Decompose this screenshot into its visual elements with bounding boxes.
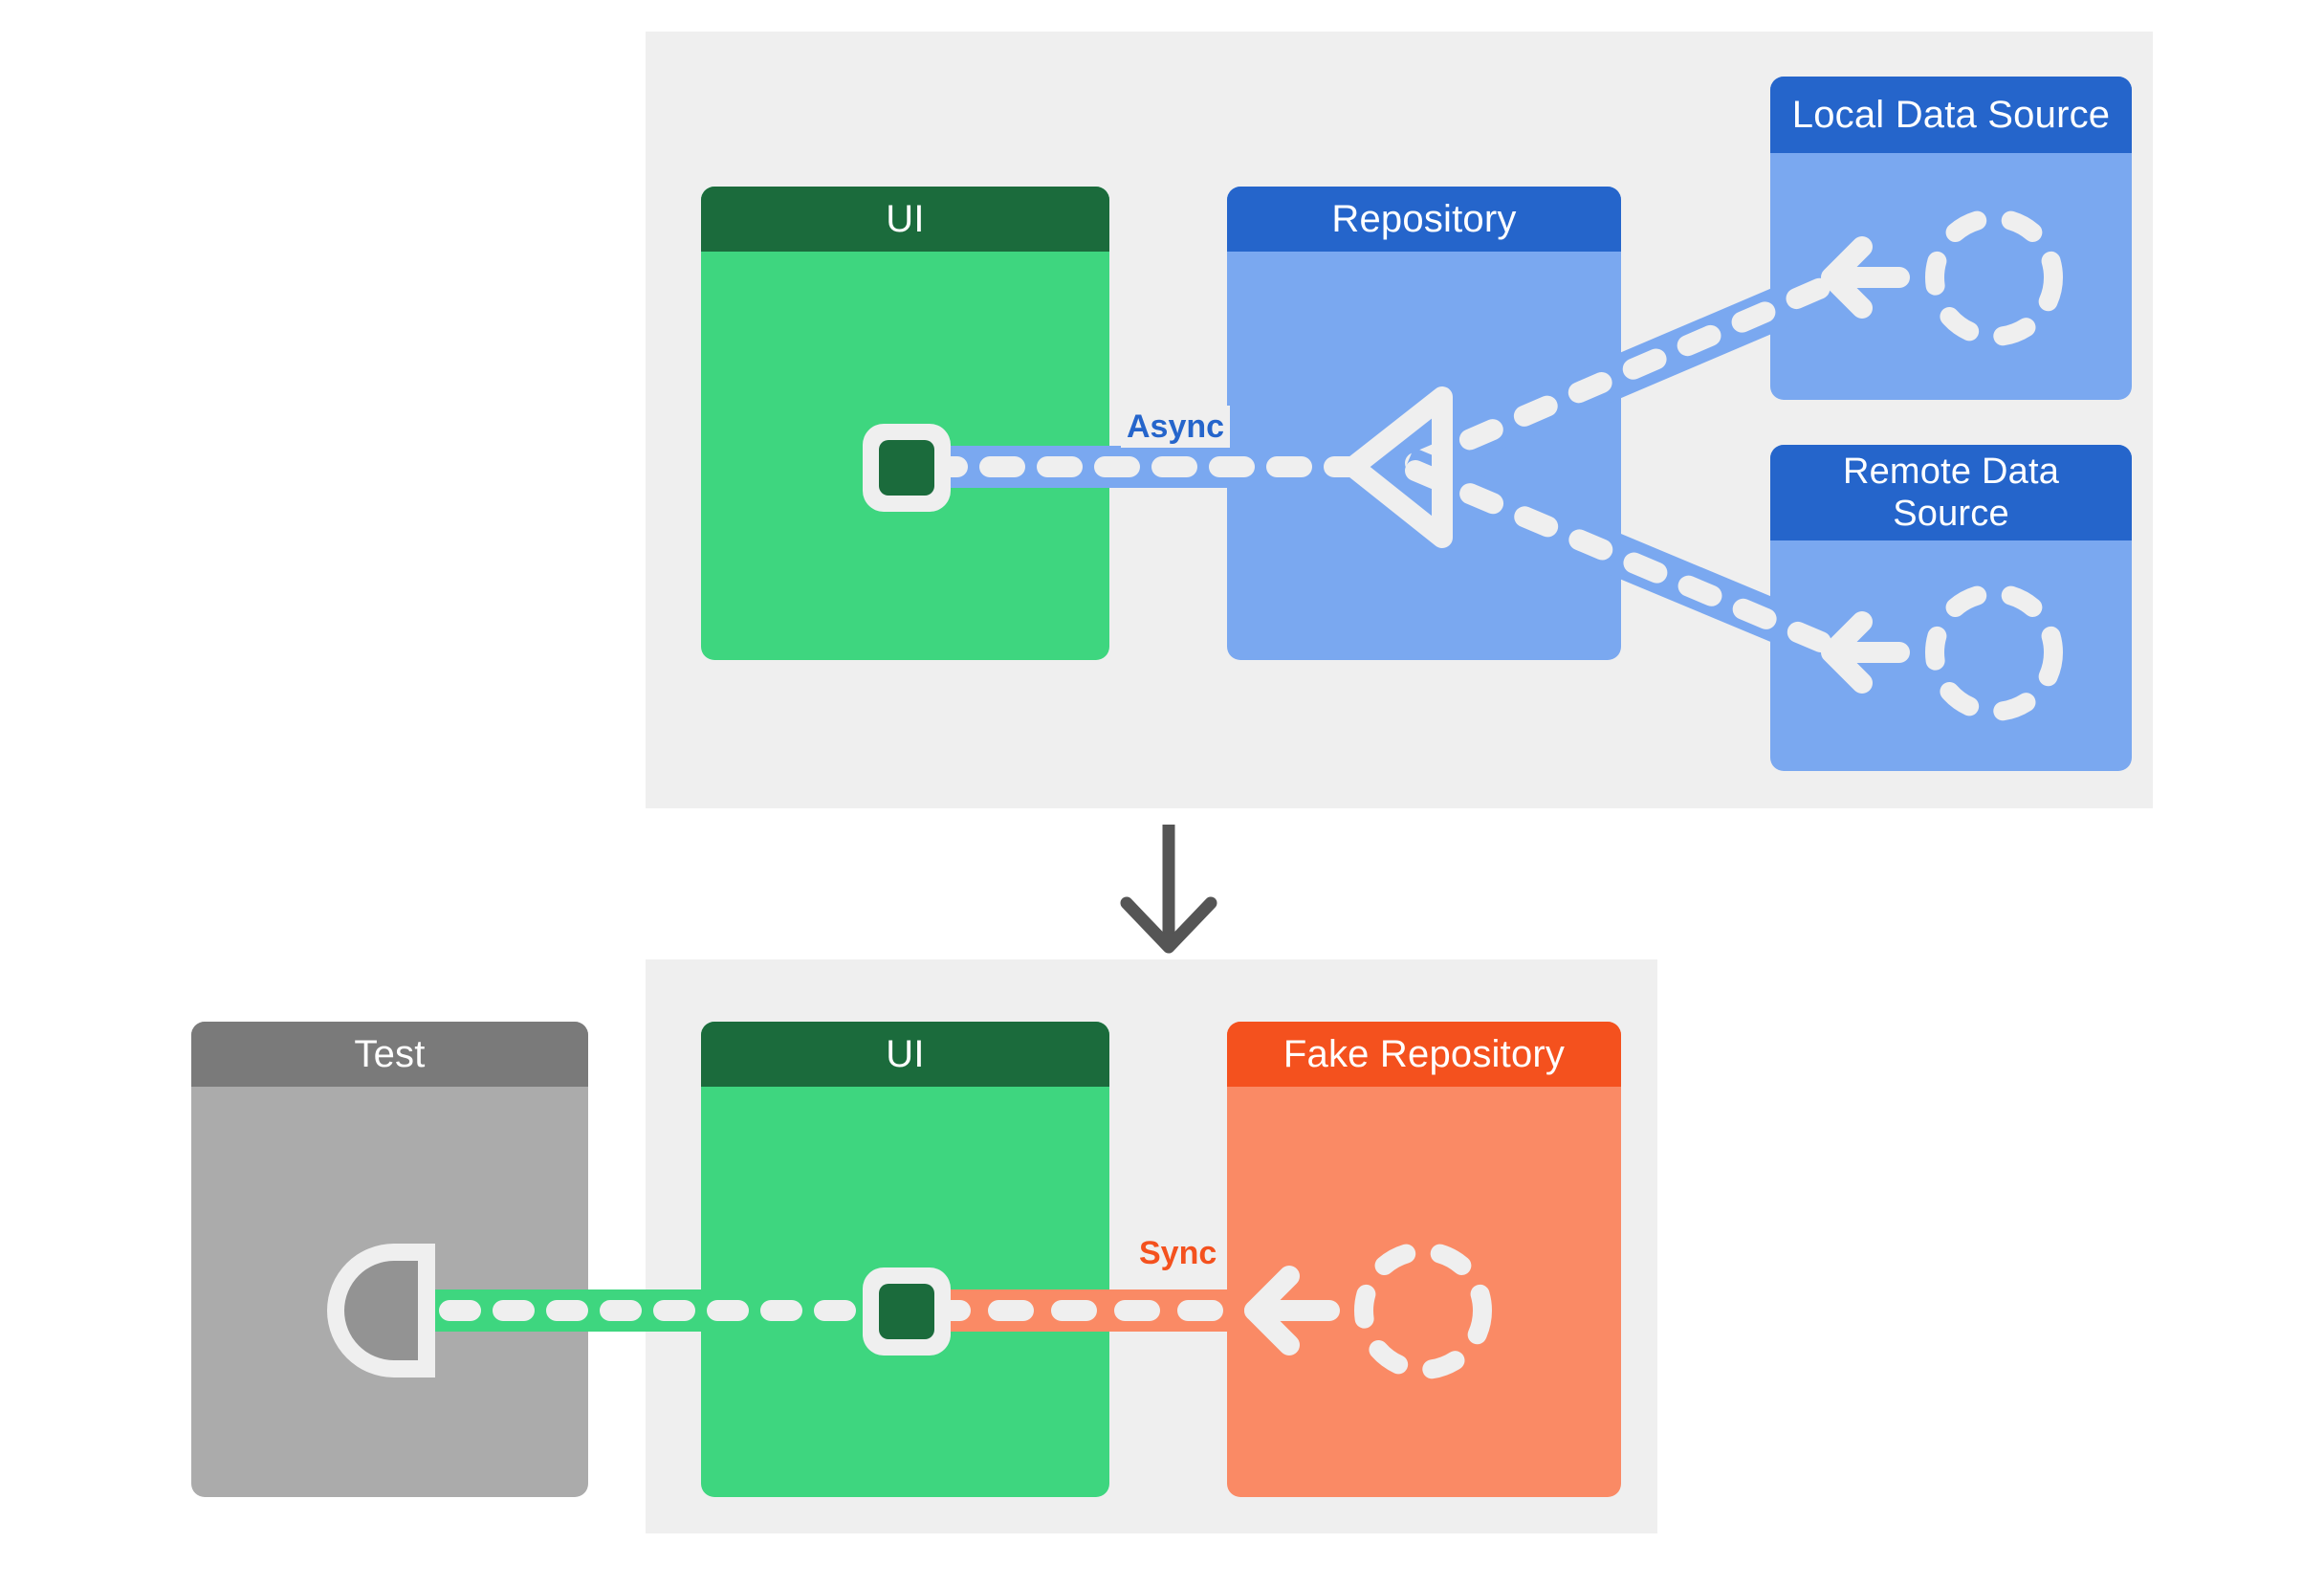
card-body-fake-repository [1227,1087,1621,1497]
edge-label-sync: Sync [1133,1232,1223,1274]
card-title-local-data-source: Local Data Source [1770,77,2132,153]
card-title-remote-data-source: Remote Data Source [1770,445,2132,540]
edge-label-async: Async [1121,406,1231,448]
card-title-ui-test: UI [701,1022,1109,1087]
card-title-ui: UI [701,187,1109,252]
card-fake-repository[interactable]: Fake Repository [1227,1022,1621,1497]
card-ui-production[interactable]: UI [701,187,1109,660]
card-body-local-data-source [1770,153,2132,400]
card-body-test [191,1087,588,1497]
card-ui-test[interactable]: UI [701,1022,1109,1497]
card-title-test: Test [191,1022,588,1087]
card-local-data-source[interactable]: Local Data Source [1770,77,2132,400]
card-title-repository: Repository [1227,187,1621,252]
card-test[interactable]: Test [191,1022,588,1497]
down-arrow-icon [1120,825,1217,954]
card-body-remote-data-source [1770,540,2132,771]
card-body-ui-test [701,1087,1109,1497]
card-repository[interactable]: Repository [1227,187,1621,660]
card-body-repository [1227,252,1621,660]
card-title-fake-repository: Fake Repository [1227,1022,1621,1087]
card-body-ui [701,252,1109,660]
card-remote-data-source[interactable]: Remote Data Source [1770,445,2132,771]
